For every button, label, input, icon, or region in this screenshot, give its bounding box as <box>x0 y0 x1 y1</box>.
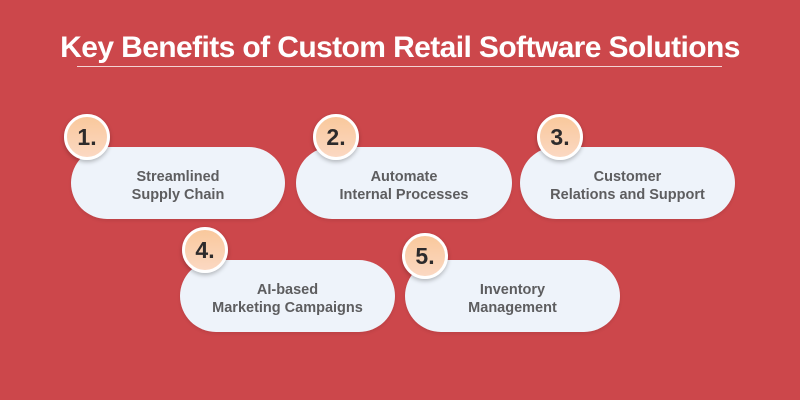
benefit-label: AI-based Marketing Campaigns <box>212 282 363 316</box>
number-badge-4: 4. <box>182 227 228 273</box>
number-badge-5: 5. <box>402 233 448 279</box>
benefit-label: Customer Relations and Support <box>550 169 705 203</box>
benefit-card-3: Customer Relations and Support <box>520 147 735 219</box>
benefit-card-5: Inventory Management <box>405 260 620 332</box>
benefit-label: Streamlined Supply Chain <box>131 169 225 203</box>
benefit-label: Automate Internal Processes <box>339 169 469 203</box>
number-badge-1: 1. <box>64 114 110 160</box>
number-badge-2: 2. <box>313 114 359 160</box>
number-badge-3: 3. <box>537 114 583 160</box>
title-underline-divider <box>77 66 722 67</box>
benefit-label: Inventory Management <box>468 282 557 316</box>
benefit-card-1: Streamlined Supply Chain <box>71 147 285 219</box>
benefit-card-4: AI-based Marketing Campaigns <box>180 260 395 332</box>
page-title: Key Benefits of Custom Retail Software S… <box>60 31 740 64</box>
